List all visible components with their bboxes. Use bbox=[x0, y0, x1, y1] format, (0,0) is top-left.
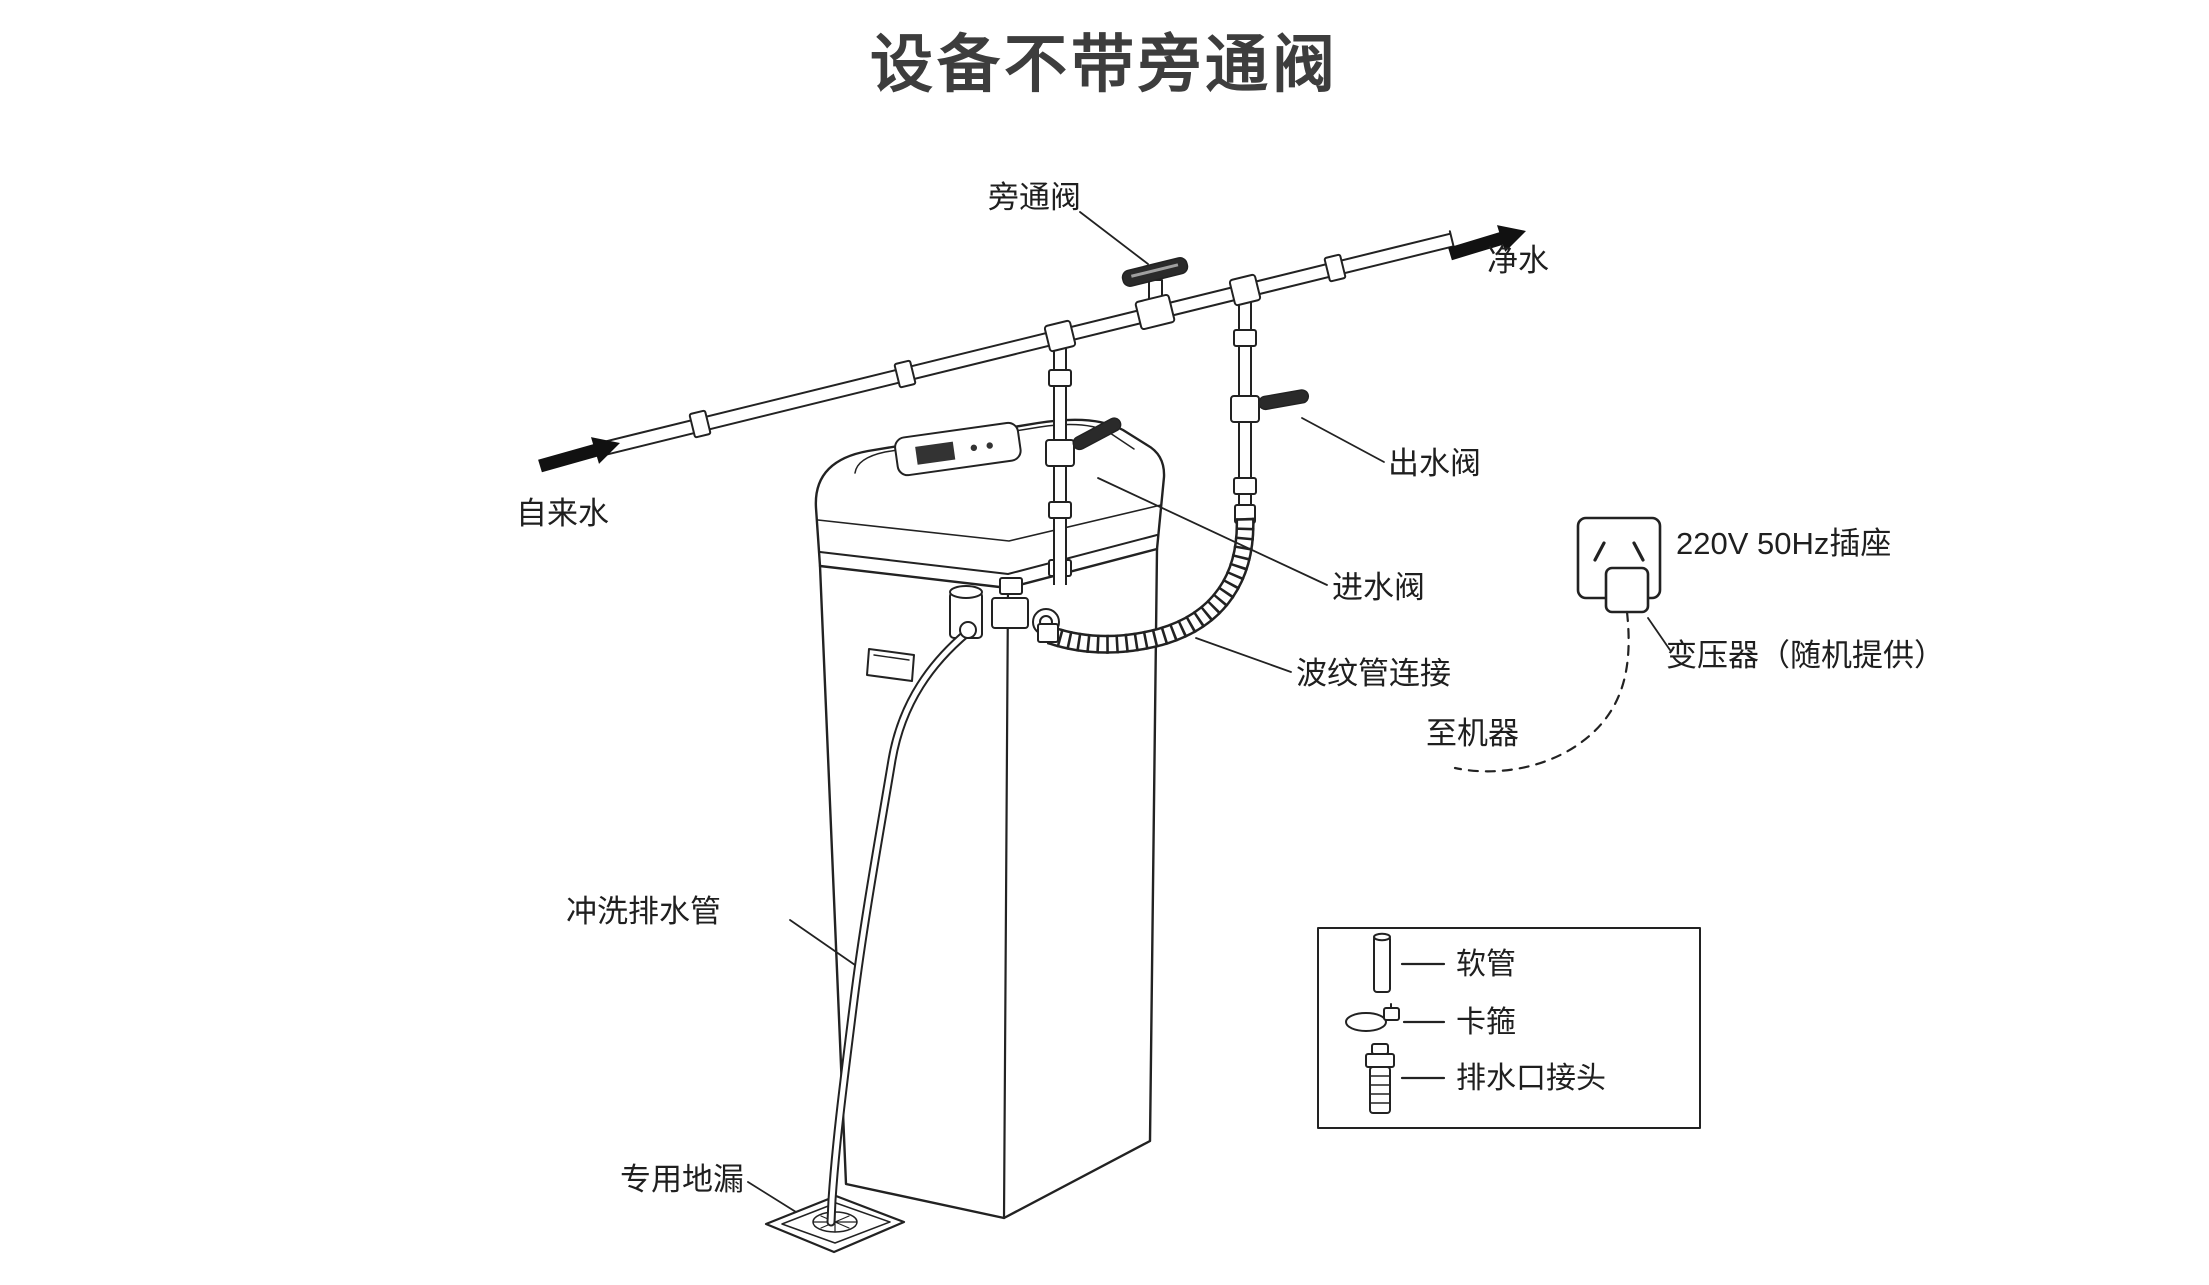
leader-lines bbox=[747, 211, 1671, 1213]
leader-outlet-valve bbox=[1301, 417, 1385, 463]
legend-box bbox=[1317, 927, 1701, 1129]
transformer-cable bbox=[1453, 610, 1630, 773]
leader-inlet-valve bbox=[1097, 477, 1328, 586]
label-to-machine: 至机器 bbox=[1426, 716, 1519, 751]
pipe-coupling bbox=[688, 409, 712, 439]
tap-water-arrow bbox=[538, 437, 620, 473]
legend-label-clamp: 卡箍 bbox=[1456, 1006, 1516, 1039]
legend-clamp-icon bbox=[1345, 1003, 1400, 1032]
legend-hose-icon bbox=[1373, 932, 1391, 993]
legend-label-drain-connector: 排水口接头 bbox=[1456, 1062, 1606, 1095]
page-title: 设备不带旁通阀 bbox=[870, 30, 1339, 100]
leader-corrugated bbox=[1195, 637, 1292, 673]
leader-transformer bbox=[1647, 617, 1671, 651]
inlet-valve bbox=[1045, 417, 1122, 467]
leader-bypass-valve bbox=[1079, 211, 1149, 265]
legend-label-hose: 软管 bbox=[1456, 948, 1516, 981]
leader-flush-drain bbox=[789, 919, 856, 966]
handle-slot bbox=[866, 648, 915, 682]
socket-slot-right bbox=[1632, 541, 1645, 562]
bypass-valve-handle bbox=[1121, 257, 1189, 287]
label-tap-water: 自来水 bbox=[516, 496, 609, 531]
label-flush-drain: 冲洗排水管 bbox=[566, 894, 721, 929]
transformer-plug bbox=[1604, 566, 1650, 614]
label-clean-water: 净水 bbox=[1487, 243, 1549, 278]
unit-rim-upper bbox=[819, 534, 1158, 575]
socket-slot-left bbox=[1593, 541, 1606, 562]
flush-drain-hose bbox=[826, 621, 977, 1227]
label-outlet-valve: 出水阀 bbox=[1388, 446, 1481, 481]
label-floor-drain: 专用地漏 bbox=[620, 1162, 744, 1197]
pipe-coupling bbox=[893, 359, 917, 389]
leader-floor-drain bbox=[747, 1181, 797, 1213]
corrugated-hose bbox=[1037, 504, 1256, 654]
label-bypass-valve: 旁通阀 bbox=[988, 180, 1081, 215]
legend-drain-connector-icon bbox=[1365, 1043, 1395, 1114]
control-panel bbox=[894, 421, 1022, 477]
pipe-coupling bbox=[1323, 253, 1347, 283]
label-power-socket: 220V 50Hz插座 bbox=[1676, 526, 1892, 561]
tee-fitting bbox=[1043, 319, 1077, 353]
softener-unit bbox=[814, 418, 1166, 1220]
outlet-valve bbox=[1230, 389, 1310, 423]
label-inlet-valve: 进水阀 bbox=[1332, 570, 1425, 605]
unit-front-edge bbox=[1002, 586, 1010, 1220]
power-socket bbox=[1453, 516, 1662, 773]
label-transformer: 变压器（随机提供） bbox=[1666, 638, 1945, 673]
main-water-pipe bbox=[594, 230, 1456, 460]
unit-head-seam bbox=[817, 504, 1162, 542]
bypass-valve bbox=[1121, 257, 1189, 331]
label-corrugated-pipe: 波纹管连接 bbox=[1296, 656, 1451, 691]
tee-fitting bbox=[1228, 273, 1262, 307]
clean-water-arrow bbox=[1448, 225, 1526, 261]
